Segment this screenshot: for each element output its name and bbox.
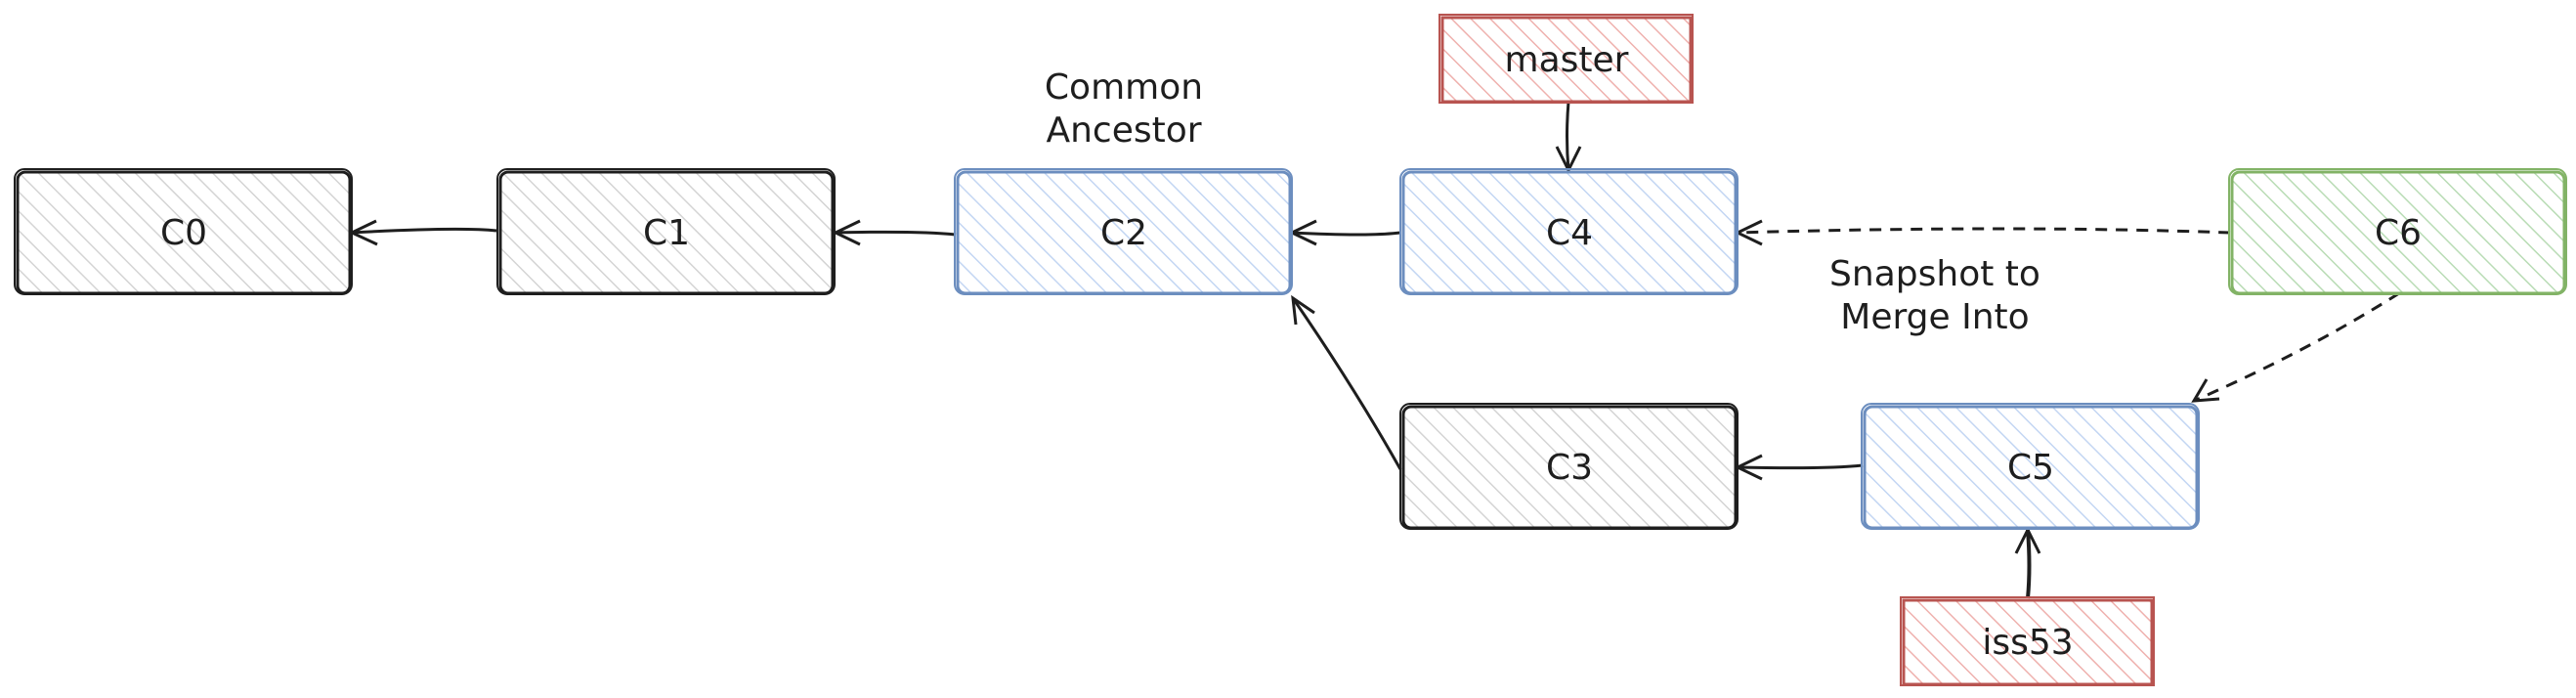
edge-c6-c5-dashed: [2191, 291, 2400, 403]
common-ancestor-line1: Common: [1044, 67, 1204, 108]
edge-c4-c2: [1288, 219, 1401, 246]
node-c6[interactable]: [2228, 168, 2567, 295]
node-iss53[interactable]: [1900, 596, 2155, 686]
common-ancestor-annotation: Common Ancestor: [1007, 66, 1241, 153]
node-c5[interactable]: [1861, 403, 2200, 530]
node-c4[interactable]: [1399, 168, 1739, 295]
edge-c3-c2: [1291, 294, 1402, 470]
edge-master-c4: [1555, 101, 1582, 174]
edge-c1-c0: [348, 219, 497, 246]
edge-iss53-c5: [2014, 526, 2041, 599]
snapshot-annotation: Snapshot to Merge Into: [1818, 253, 2052, 339]
edge-c6-c4-dashed: [1734, 219, 2231, 246]
node-c3[interactable]: [1399, 403, 1739, 530]
snapshot-line1: Snapshot to: [1829, 254, 2040, 294]
edge-c2-c1: [832, 219, 957, 246]
node-c0[interactable]: [14, 168, 353, 295]
node-master[interactable]: [1438, 14, 1694, 104]
edge-c5-c3: [1734, 454, 1864, 481]
snapshot-line2: Merge Into: [1840, 297, 2030, 337]
common-ancestor-line2: Ancestor: [1046, 110, 1202, 151]
node-c2[interactable]: [954, 168, 1293, 295]
node-c1[interactable]: [496, 168, 836, 295]
